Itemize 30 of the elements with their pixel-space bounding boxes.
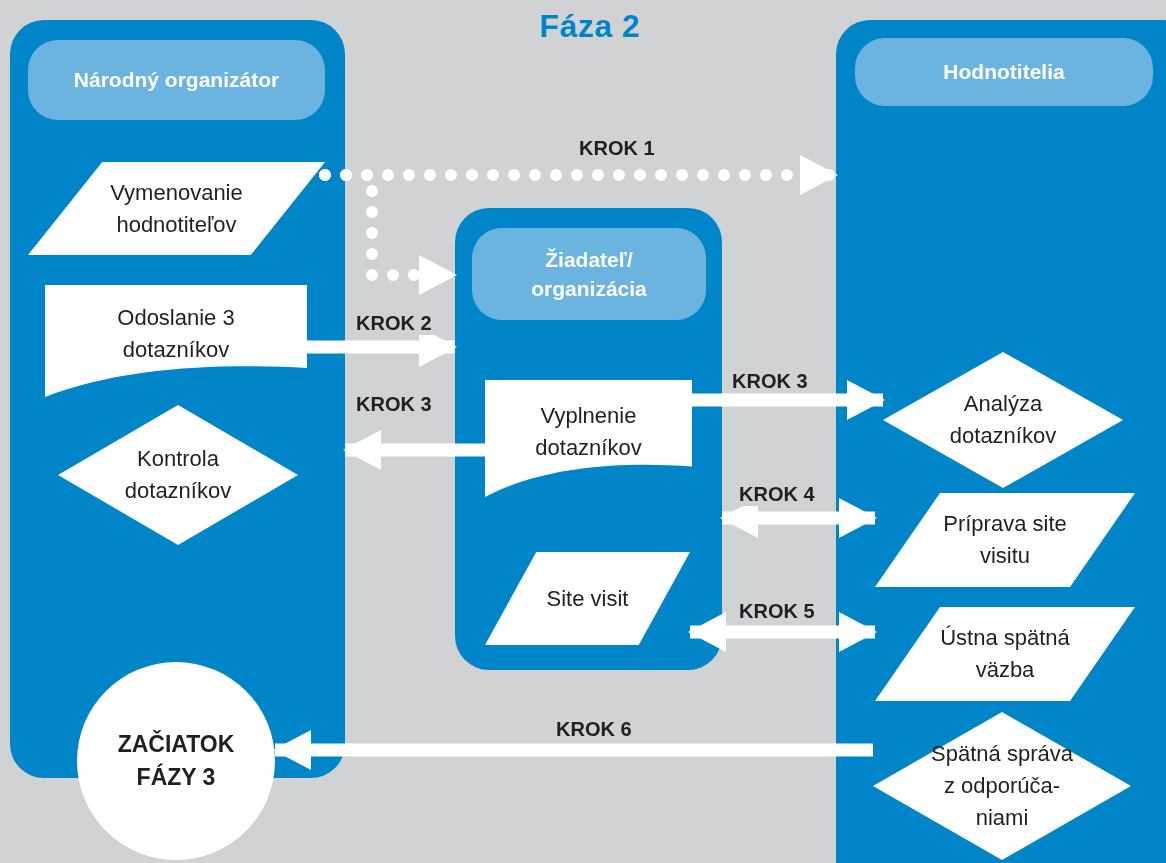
arrow [273,730,873,770]
node-text: Vymenovanie hodnotiteľov [109,178,244,239]
lane-header: Národný organizátor [28,40,325,120]
node-text: Site visit [546,584,629,613]
decision-diamond [58,405,298,545]
parallelogram-shape [875,607,1135,701]
parallelogram-shape [485,552,690,645]
node-text: Kontrola dotazníkov [123,445,233,505]
arrow [692,380,885,420]
swimlane-panel [455,208,722,670]
lane-header: Žiadateľ/ organizácia [472,228,706,320]
node-text: Odoslanie 3 dotazníkov [116,304,236,364]
node-text: Ústna spätná väzba [939,624,1071,684]
arrow [688,612,877,652]
node-text: ZAČIATOK FÁZY 3 [116,729,236,792]
node-text: Príprava site visitu [942,510,1068,570]
parallelogram-shape [28,162,325,255]
parallelogram-shape [875,493,1135,587]
node-text: Analýza dotazníkov [948,390,1058,450]
document-shape [45,285,307,397]
decision-diamond [883,352,1123,488]
document-shape [485,380,692,497]
decision-diamond [873,712,1131,860]
arrow [720,498,877,538]
swimlane-panel [836,20,1166,863]
node-text: Vyplnenie dotazníkov [534,401,643,462]
diagram-title: Fáza 2 [538,8,642,45]
node-text: Spätná správa z odporúča- niami [930,740,1074,832]
lane-header: Hodnotitelia [855,38,1153,106]
arrow [343,430,485,470]
